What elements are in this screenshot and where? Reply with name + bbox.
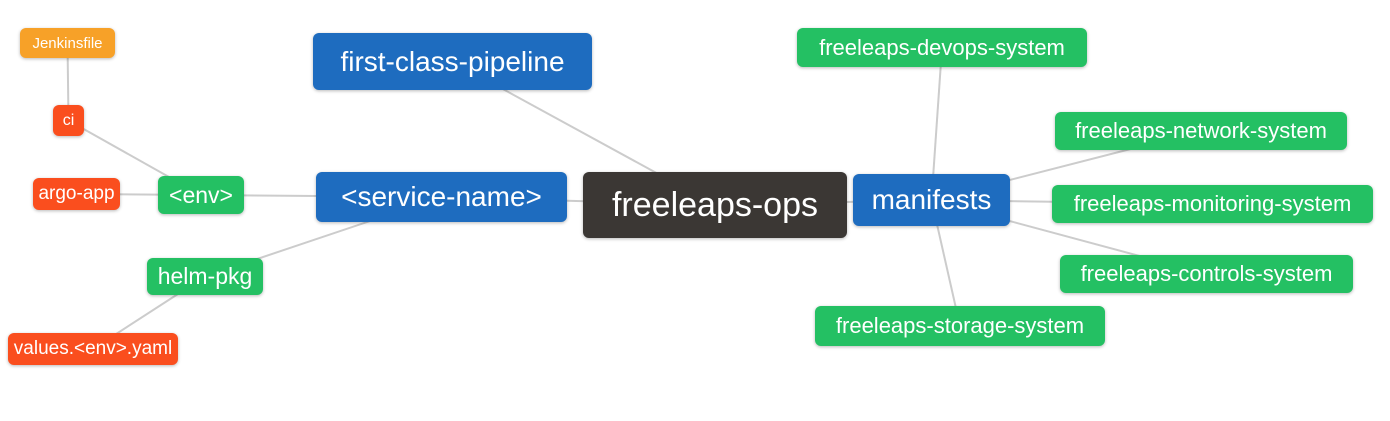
node-argo-app[interactable]: argo-app bbox=[33, 178, 120, 210]
node-jenkinsfile[interactable]: Jenkinsfile bbox=[20, 28, 115, 58]
node-helm-pkg[interactable]: helm-pkg bbox=[147, 258, 263, 295]
node-freeleaps-storage-system[interactable]: freeleaps-storage-system bbox=[815, 306, 1105, 346]
node-freeleaps-monitoring-system[interactable]: freeleaps-monitoring-system bbox=[1052, 185, 1373, 223]
node-freeleaps-network-system[interactable]: freeleaps-network-system bbox=[1055, 112, 1347, 150]
node-env[interactable]: <env> bbox=[158, 176, 244, 214]
node-first-class-pipeline[interactable]: first-class-pipeline bbox=[313, 33, 592, 90]
node-values-env-yaml[interactable]: values.<env>.yaml bbox=[8, 333, 178, 365]
node-service-name[interactable]: <service-name> bbox=[316, 172, 567, 222]
node-ci[interactable]: ci bbox=[53, 105, 84, 136]
node-freeleaps-devops-system[interactable]: freeleaps-devops-system bbox=[797, 28, 1087, 67]
node-manifests[interactable]: manifests bbox=[853, 174, 1010, 226]
node-freeleaps-ops[interactable]: freeleaps-ops bbox=[583, 172, 847, 238]
node-freeleaps-controls-system[interactable]: freeleaps-controls-system bbox=[1060, 255, 1353, 293]
